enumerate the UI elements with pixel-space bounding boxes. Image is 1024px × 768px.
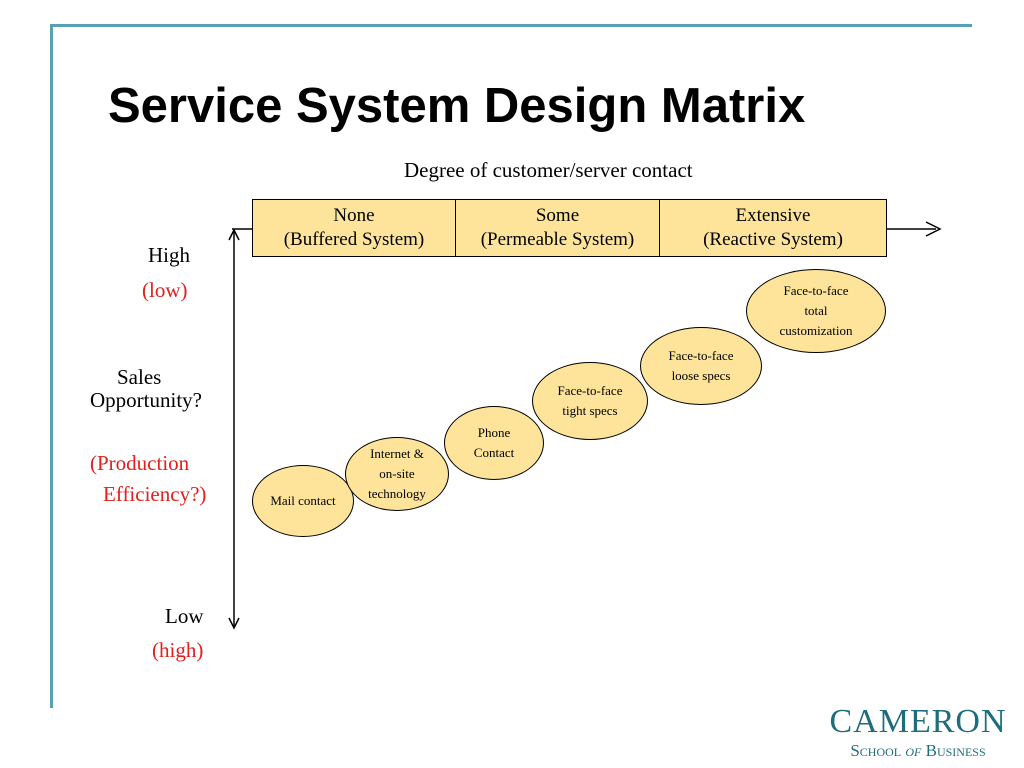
axis-bottom-sublabel: (high) [152,638,204,662]
vertical-axis-arrowhead-top [228,228,240,241]
contact-level-title: Some [535,205,580,226]
service-face-to-face-tight-specs: Face-to-face tight specs [532,362,648,440]
contact-level-some: Some (Permeable System) [455,199,660,257]
cameron-logo: CAMERON School of Business [820,704,1016,762]
contact-level-system: (Buffered System) [283,229,425,250]
contact-level-extensive: Extensive (Reactive System) [659,199,887,257]
service-mail-contact: Mail contact [252,465,354,537]
contact-axis-label: Degree of customer/server contact [404,158,693,182]
vertical-axis-arrowhead-bottom [228,617,240,630]
slide-frame-top [52,24,972,27]
production-efficiency-label-line2: Efficiency?) [103,482,207,506]
page-title: Service System Design Matrix [108,79,806,133]
contact-level-system: (Reactive System) [703,229,843,250]
contact-level-title: None [333,205,375,226]
contact-level-title: Extensive [735,205,811,226]
axis-top-sublabel: (low) [142,278,188,302]
contact-level-system: (Permeable System) [480,229,635,250]
contact-level-none: None (Buffered System) [252,199,456,257]
sales-opportunity-label-line2: Opportunity? [90,388,202,412]
service-face-to-face-total-customization: Face-to-face total customization [746,269,886,353]
service-face-to-face-loose-specs: Face-to-face loose specs [640,327,762,405]
service-phone-contact: Phone Contact [444,406,544,480]
logo-wordmark: CAMERON [829,703,1007,740]
axis-top-label: High [148,243,190,267]
axis-bottom-label: Low [165,604,204,628]
logo-subtitle: School of Business [850,741,986,760]
horizontal-axis-arrowhead [925,221,942,237]
production-efficiency-label-line1: (Production [90,451,190,475]
slide-frame-left [50,24,53,708]
service-internet-onsite: Internet & on-site technology [345,437,449,511]
sales-opportunity-label-line1: Sales [117,365,162,389]
